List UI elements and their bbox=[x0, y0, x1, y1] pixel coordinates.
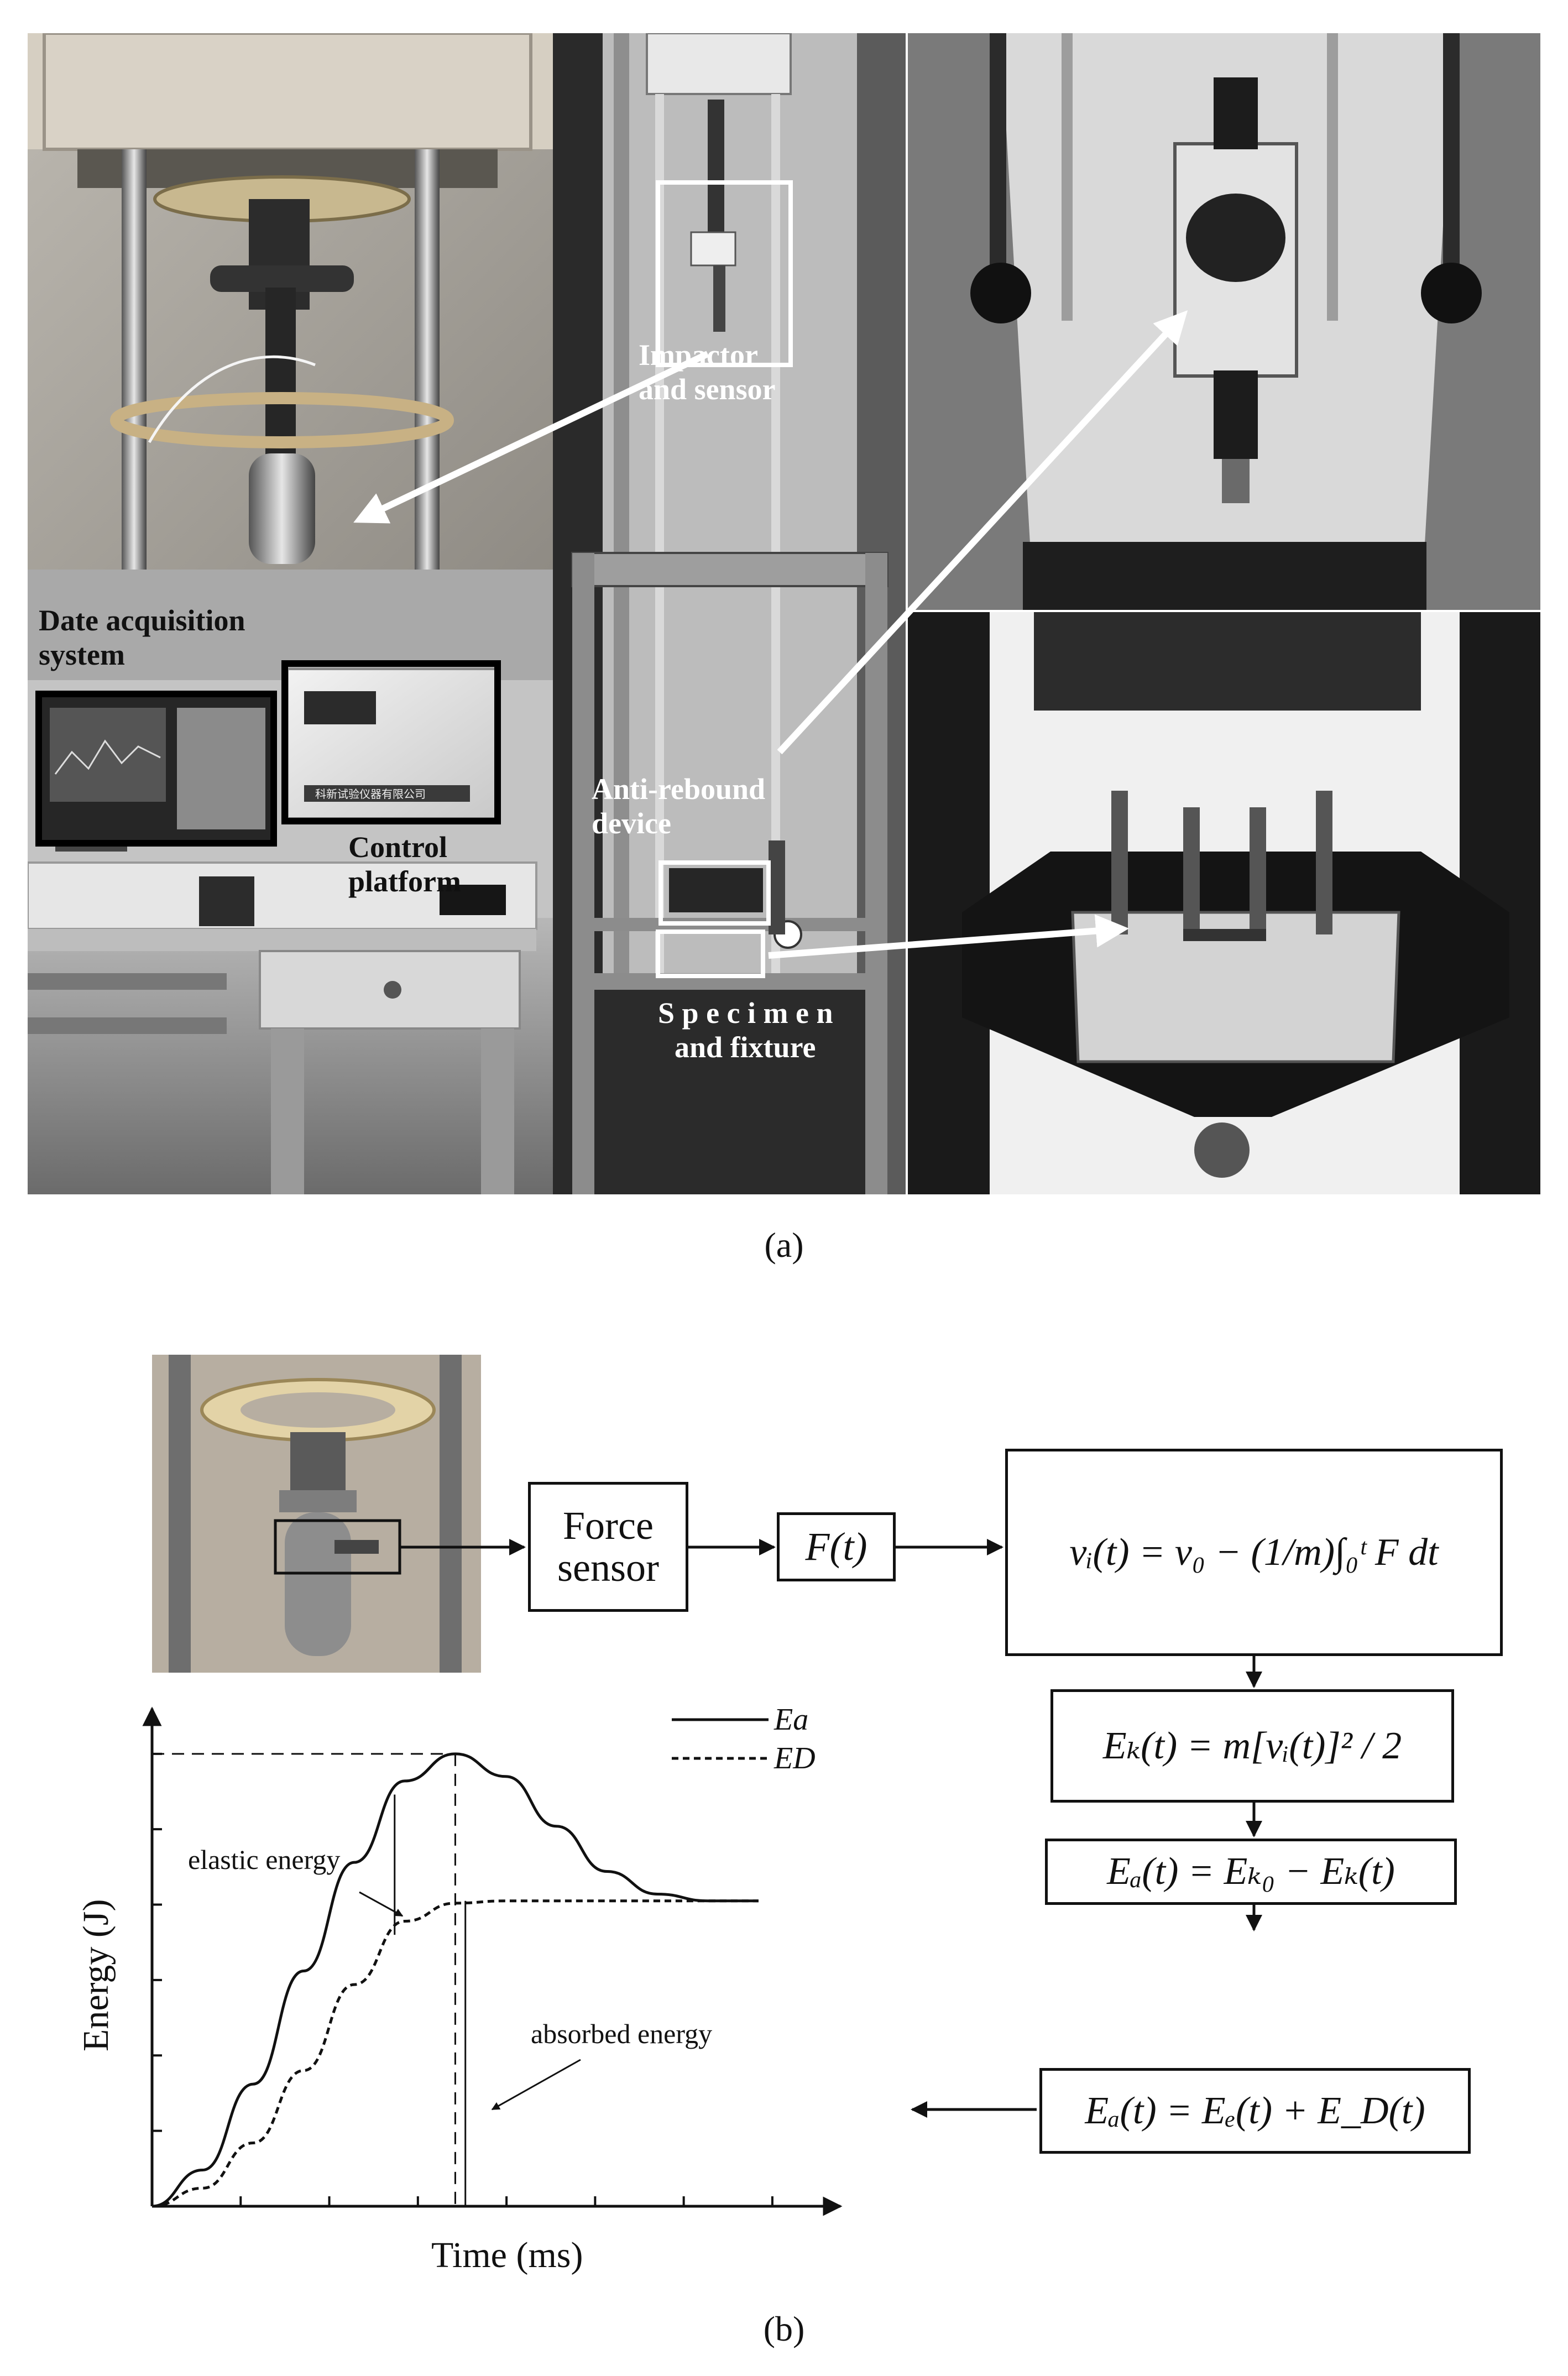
label-control-line1: Control bbox=[348, 831, 447, 864]
arrow-anti-rebound bbox=[777, 310, 1188, 755]
caption-a: (a) bbox=[764, 1225, 804, 1265]
photo-impactor-sensor bbox=[152, 1355, 481, 1673]
label-specimen-line2: and fixture bbox=[675, 1031, 816, 1064]
photo-control-station: 科新试验仪器有限公司 bbox=[28, 570, 553, 1194]
force-sensor-box: Force sensor bbox=[528, 1482, 688, 1612]
absorbed-energy-equation: Eₐ(t) = Eₖ₀ − Eₖ(t) bbox=[1107, 1850, 1395, 1893]
y-axis-label: Energy (J) bbox=[76, 1899, 116, 2051]
force-signal-label: F(t) bbox=[805, 1524, 867, 1569]
label-anti-rebound-line2: device bbox=[592, 807, 671, 840]
label-daq-line1: Date acquisition bbox=[39, 604, 245, 637]
elastic-pointer bbox=[359, 1891, 404, 1917]
force-sensor-line1: Force bbox=[563, 1503, 654, 1548]
arrow-impactor bbox=[353, 351, 709, 524]
velocity-equation: vᵢ(t) = v₀ − (1/m)∫₀ᵗ F dt bbox=[1069, 1531, 1439, 1574]
label-impactor-line1: Impactor bbox=[639, 338, 758, 372]
annotation-absorbed-energy: absorbed energy bbox=[531, 2018, 712, 2049]
legend-label-ed: ED bbox=[773, 1741, 816, 1776]
label-daq-line2: system bbox=[39, 638, 125, 671]
caption-b: (b) bbox=[763, 2309, 805, 2348]
arrow-specimen bbox=[768, 914, 1129, 959]
legend-label-ea: Ea bbox=[773, 1703, 808, 1737]
force-sensor-line2: sensor bbox=[557, 1545, 659, 1590]
energy-time-chart: elastic energy absorbed energy Ea ED Tim… bbox=[76, 1703, 843, 2275]
kinetic-energy-box: Eₖ(t) = m[vᵢ(t)]² / 2 bbox=[1050, 1689, 1454, 1803]
energy-split-box: Eₐ(t) = Eₑ(t) + E_D(t) bbox=[1039, 2068, 1471, 2154]
annotation-elastic-energy: elastic energy bbox=[188, 1844, 340, 1875]
kinetic-energy-equation: Eₖ(t) = m[vᵢ(t)]² / 2 bbox=[1102, 1724, 1402, 1767]
label-specimen-line1: S p e c i m e n bbox=[658, 996, 833, 1030]
photo-anti-rebound-topview bbox=[907, 33, 1540, 611]
absorbed-pointer bbox=[491, 2059, 581, 2111]
label-anti-rebound-line1: Anti-rebound bbox=[592, 772, 765, 806]
photo-fixture-clamps bbox=[907, 611, 1540, 1194]
x-axis-label: Time (ms) bbox=[431, 2235, 583, 2275]
machine-brand-text: 科新试验仪器有限公司 bbox=[315, 788, 426, 801]
force-signal-box: F(t) bbox=[777, 1512, 896, 1581]
energy-split-equation: Eₐ(t) = Eₑ(t) + E_D(t) bbox=[1085, 2089, 1425, 2132]
series-line-ea bbox=[151, 1752, 759, 2208]
figure-a-photo-collage: 科新试验仪器有限公司 bbox=[28, 33, 1540, 1194]
label-control-line2: platform bbox=[348, 865, 461, 898]
photo-specimen-base bbox=[571, 180, 888, 1194]
velocity-equation-box: vᵢ(t) = v₀ − (1/m)∫₀ᵗ F dt bbox=[1005, 1449, 1503, 1656]
absorbed-energy-box: Eₐ(t) = Eₖ₀ − Eₖ(t) bbox=[1045, 1839, 1457, 1905]
label-impactor-line2: and sensor bbox=[639, 373, 776, 406]
photo-impactor-closeup bbox=[28, 33, 553, 570]
